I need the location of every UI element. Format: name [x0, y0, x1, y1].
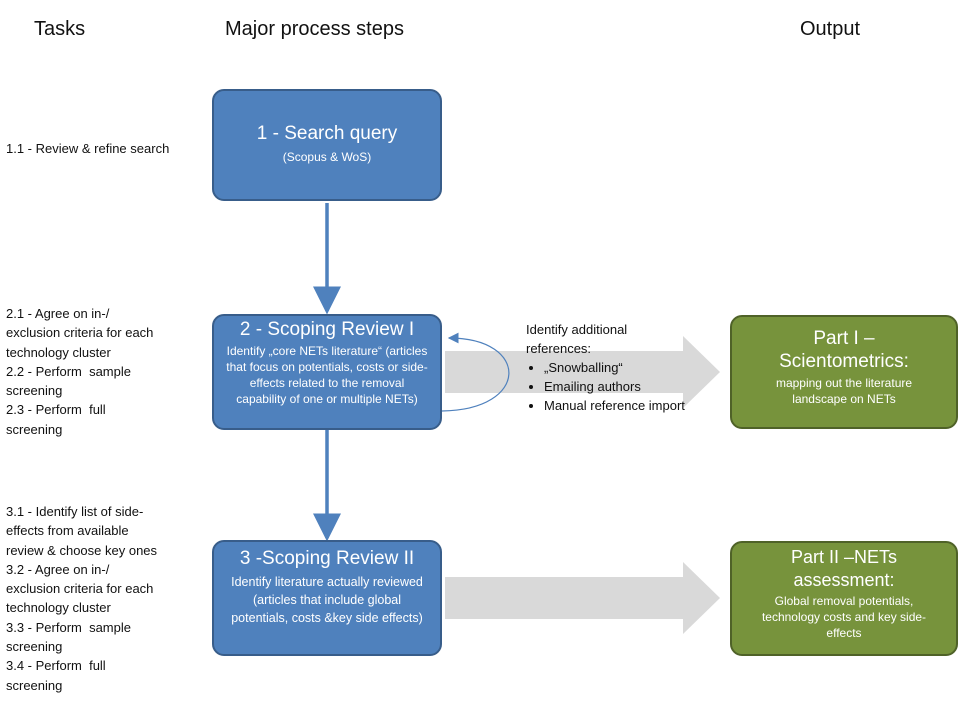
step-scoping-review-1: 2 - Scoping Review I Identify „core NETs…	[212, 314, 442, 430]
step-search-query: 1 - Search query (Scopus & WoS)	[212, 89, 442, 201]
snowball-loop-arrow	[441, 332, 510, 412]
output2-subtitle: Global removal potentials, technology co…	[761, 594, 927, 640]
step3-subtitle: Identify literature actually reviewed (a…	[231, 575, 423, 625]
additional-references: Identify additional references: „Snowbal…	[526, 320, 685, 415]
reference-item: „Snowballing“	[544, 358, 685, 377]
output-part-1: Part I – Scientometrics: mapping out the…	[730, 315, 958, 429]
output-header: Output	[800, 18, 861, 40]
step2-subtitle: Identify „core NETs literature“ (article…	[226, 344, 428, 406]
task-group-2: 2.1 - Agree on in-/ exclusion criteria f…	[6, 306, 154, 437]
gray-arrow-review-2	[445, 562, 720, 634]
tasks-header: Tasks	[34, 18, 86, 40]
output-part-2: Part II –NETs assessment: Global removal…	[730, 541, 958, 656]
reference-item: Emailing authors	[544, 377, 685, 396]
step2-title: 2 - Scoping Review I	[239, 319, 415, 340]
output2-title: Part II –NETs assessment:	[790, 547, 898, 590]
references-heading: Identify additional references:	[526, 322, 628, 356]
task-group-1: 1.1 - Review & refine search	[6, 141, 170, 156]
task-group-3: 3.1 - Identify list of side- effects fro…	[6, 504, 158, 693]
reference-item: Manual reference import	[544, 396, 685, 415]
step1-subtitle: (Scopus & WoS)	[282, 150, 372, 164]
steps-header: Major process steps	[225, 18, 404, 40]
step-scoping-review-2: 3 -Scoping Review II Identify literature…	[212, 540, 442, 656]
step1-title: 1 - Search query	[256, 123, 398, 144]
output1-subtitle: mapping out the literature landscape on …	[775, 376, 913, 406]
step3-title: 3 -Scoping Review II	[239, 548, 415, 569]
references-list: „Snowballing“ Emailing authors Manual re…	[526, 358, 685, 415]
output1-title: Part I – Scientometrics:	[779, 328, 909, 372]
gray-arrow-review-1	[445, 336, 720, 408]
